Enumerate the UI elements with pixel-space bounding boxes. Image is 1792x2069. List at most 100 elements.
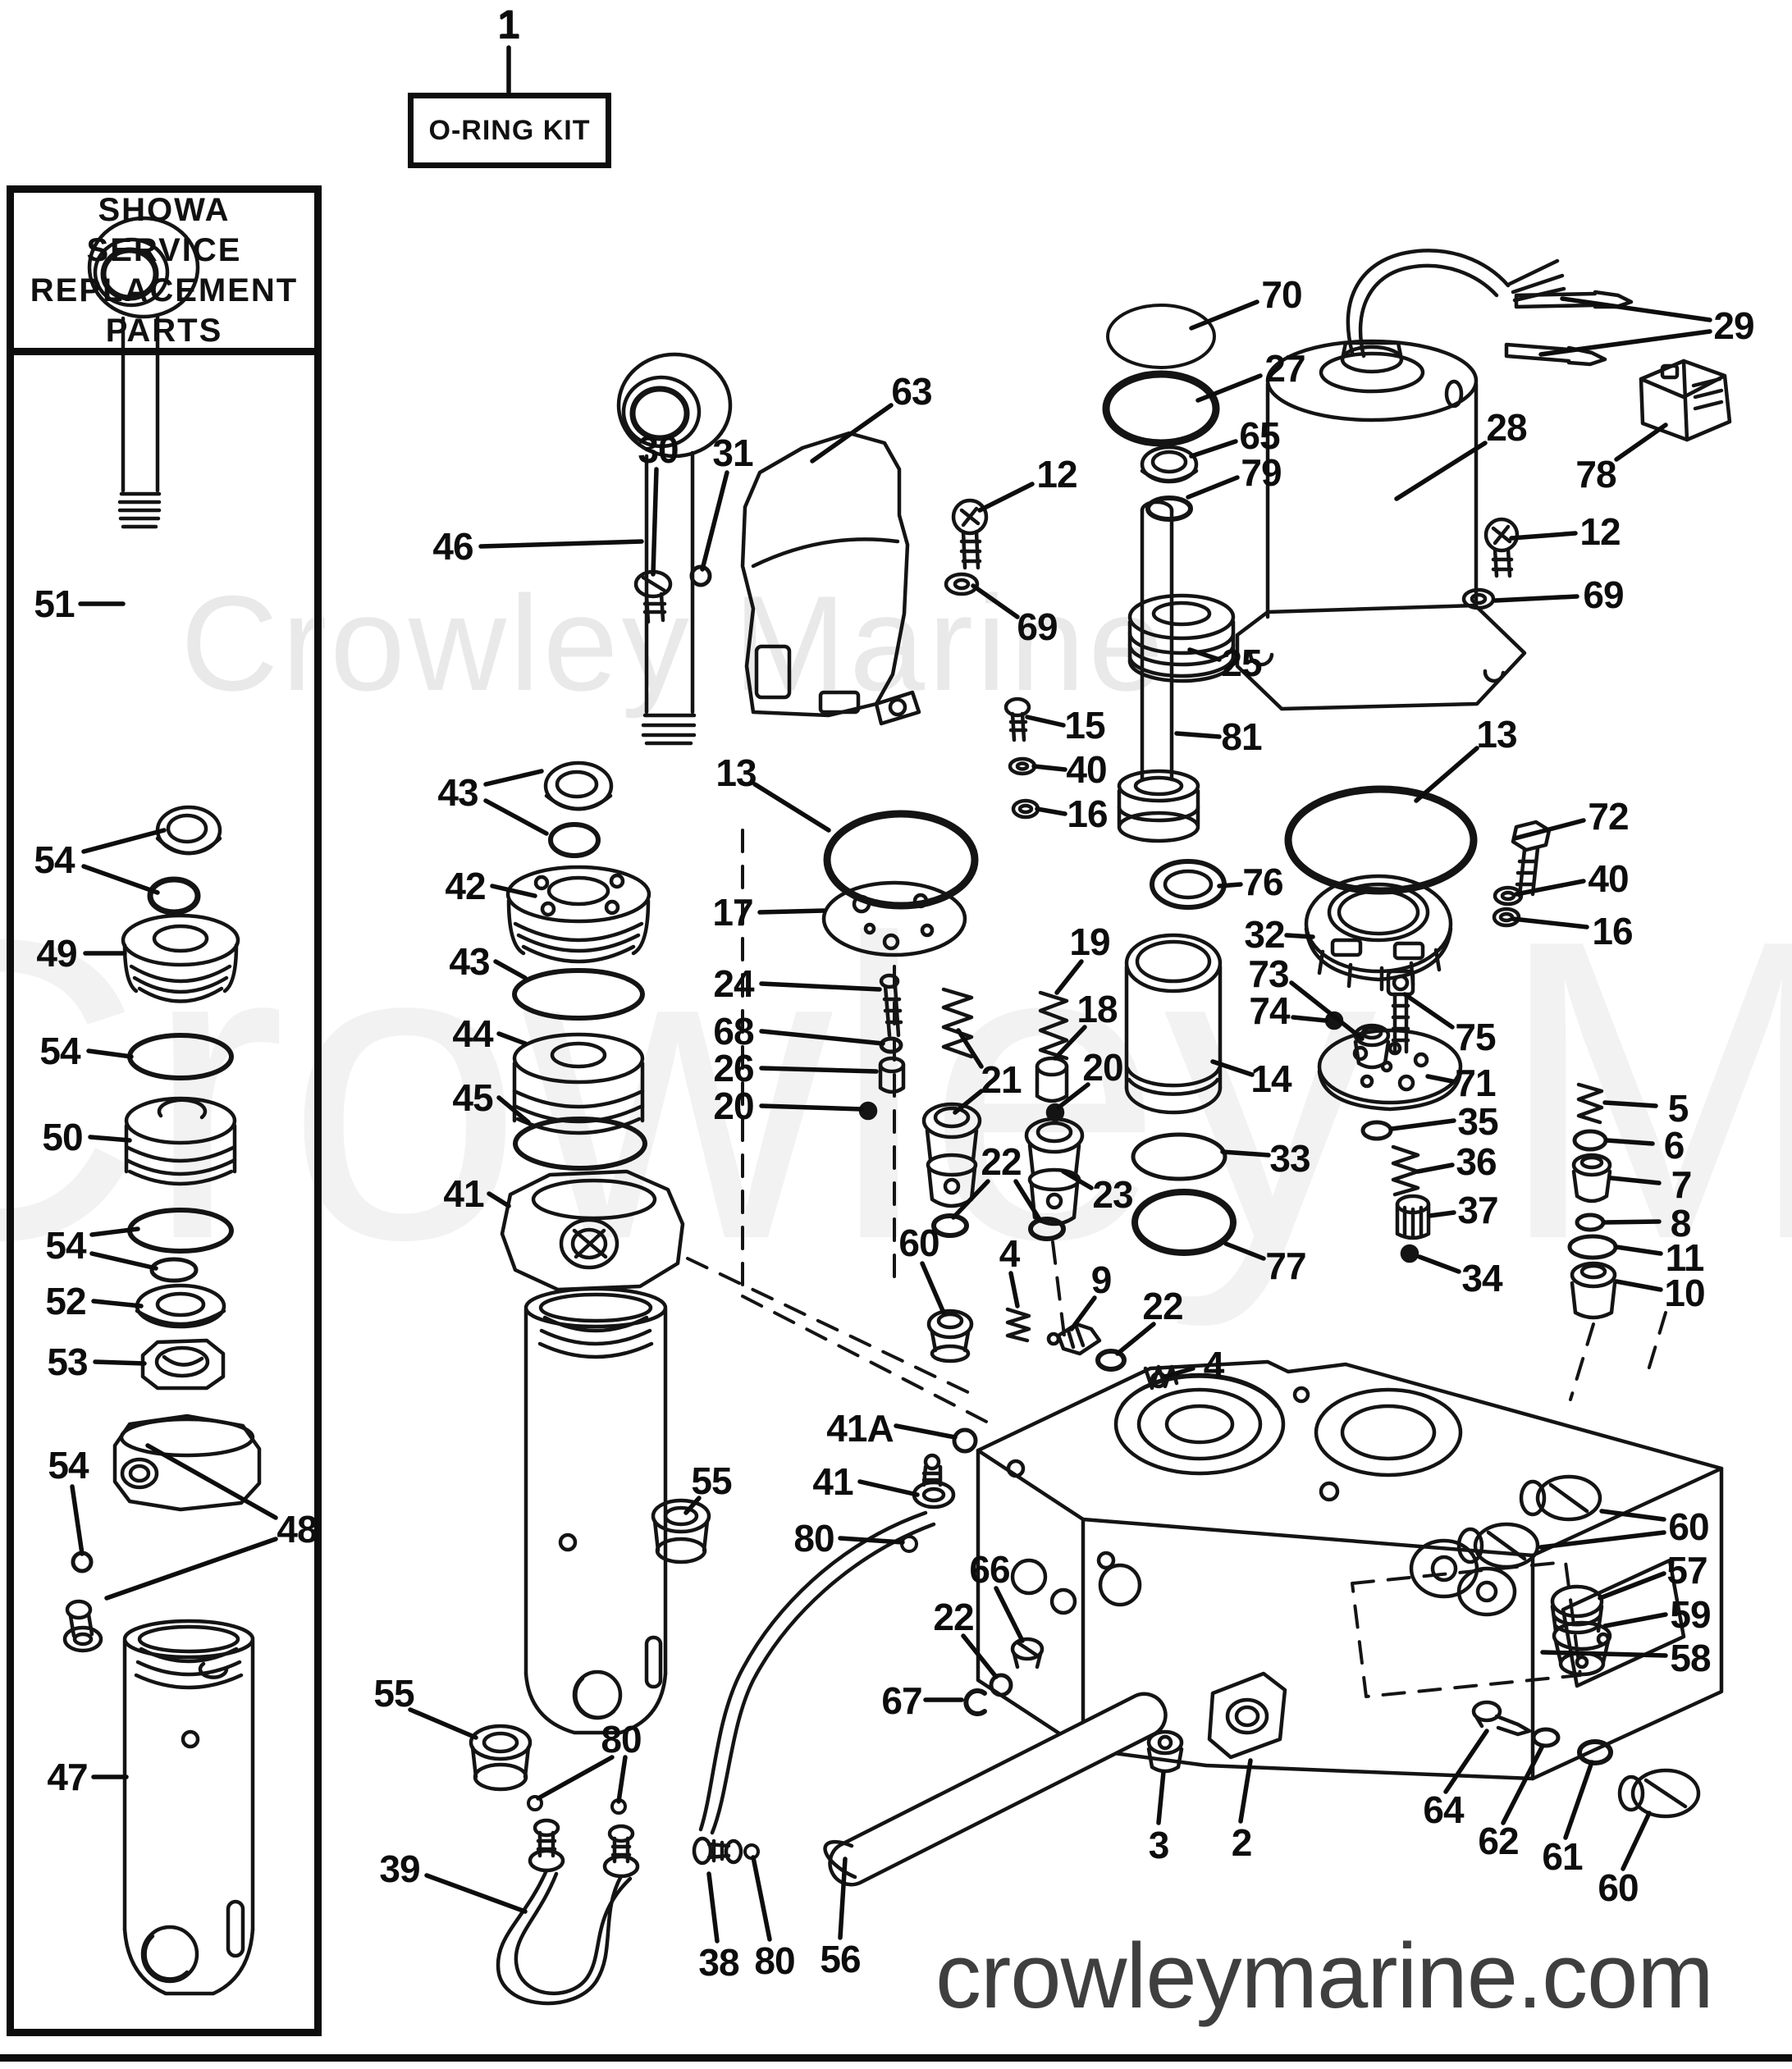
callout-23: 23 (1092, 1173, 1133, 1216)
callout-20: 20 (1082, 1046, 1123, 1089)
callout-22: 22 (981, 1140, 1022, 1183)
part-oring-22d (989, 1673, 1013, 1697)
showa-line-4: PARTS (105, 312, 223, 349)
callout-53: 53 (47, 1341, 88, 1383)
callout-22: 22 (933, 1596, 974, 1638)
part-oring-77 (1131, 1189, 1237, 1256)
leader-line (1563, 1760, 1594, 1840)
callout-80: 80 (793, 1517, 834, 1560)
site-watermark: crowleymarine.com (935, 1925, 1714, 2027)
part-plug-60-bottom (1617, 1768, 1701, 1819)
part-oring-22c (1095, 1349, 1127, 1372)
callout-48: 48 (277, 1508, 318, 1551)
leader-line (1560, 296, 1712, 322)
callout-14: 14 (1250, 1057, 1291, 1100)
part-reservoir-14 (1124, 933, 1223, 1115)
leader-line (496, 1095, 531, 1125)
part-piston-50 (124, 1096, 237, 1186)
callout-16: 16 (1592, 910, 1633, 952)
part-ball-34 (1400, 1244, 1419, 1263)
leader-line (838, 1857, 848, 1940)
leader-line (700, 470, 729, 572)
callout-7: 7 (1671, 1163, 1693, 1206)
bottom-rule (0, 2054, 1792, 2062)
part-washer-69b (1461, 587, 1496, 610)
leader-line (1427, 1210, 1456, 1218)
callout-26: 26 (713, 1047, 754, 1089)
leader-line (1614, 422, 1668, 462)
callout-75: 75 (1455, 1016, 1496, 1058)
oring-kit-box: O-RING KIT (408, 93, 611, 168)
leader-line (1220, 1149, 1271, 1158)
part-check-valve-60 (926, 1309, 974, 1363)
leader-line (145, 1443, 278, 1520)
part-hose-and-fitting-38 (692, 1510, 936, 1866)
showa-line-3: REPLACEMENT (30, 272, 299, 308)
callout-51: 51 (34, 582, 75, 625)
callout-15: 15 (1064, 704, 1105, 747)
callout-13: 13 (1476, 713, 1517, 756)
callout-64: 64 (1423, 1788, 1464, 1831)
callout-30: 30 (638, 428, 679, 471)
leader-line (91, 1299, 144, 1309)
leader-line (1031, 764, 1067, 772)
leader-line (994, 1586, 1025, 1643)
leader-line (759, 1066, 879, 1074)
callout-54: 54 (48, 1444, 89, 1487)
part-oring-33 (1131, 1132, 1227, 1181)
callout-40: 40 (1066, 748, 1107, 791)
callout-41: 41 (443, 1172, 484, 1215)
showa-line-2: SERVICE (86, 231, 242, 268)
leader-line (920, 1261, 946, 1315)
leader-line (1189, 439, 1238, 459)
leader-line (1156, 1770, 1166, 1825)
callout-67: 67 (881, 1679, 922, 1722)
callout-42: 42 (445, 865, 486, 907)
leader-line (651, 467, 659, 577)
callout-41: 41 (812, 1460, 853, 1503)
leader-line (408, 1707, 478, 1740)
callout-25: 25 (1221, 642, 1262, 684)
callout-19: 19 (1069, 920, 1110, 963)
leader-line (86, 1048, 134, 1059)
callout-58: 58 (1670, 1637, 1711, 1679)
leader-line (490, 884, 537, 898)
callout-52: 52 (45, 1280, 86, 1322)
part-oring-22a (931, 1213, 969, 1238)
callout-34: 34 (1461, 1257, 1502, 1299)
part-bushing-55a (651, 1498, 711, 1564)
leader-line (1514, 879, 1586, 897)
callout-38: 38 (698, 1941, 739, 1984)
leader-line (424, 1873, 528, 1914)
callout-32: 32 (1244, 913, 1285, 956)
callout-69: 69 (1583, 573, 1624, 616)
callout-55: 55 (691, 1459, 732, 1502)
part-spring-4a (1005, 1307, 1031, 1343)
leader-line (1284, 933, 1315, 939)
callout-11: 11 (1665, 1236, 1705, 1279)
part-pump-plate-71 (1317, 1028, 1463, 1112)
part-ring-70 (1106, 304, 1216, 369)
callout-60: 60 (1598, 1866, 1639, 1909)
part-oring-79 (1145, 496, 1193, 522)
callout-72: 72 (1588, 795, 1629, 838)
part-valve-7 (1571, 1153, 1612, 1203)
assembly-dashes (686, 829, 1667, 1698)
leader-line (1013, 1179, 1043, 1223)
callout-4: 4 (999, 1232, 1021, 1275)
callout-20: 20 (713, 1085, 754, 1127)
leader-line (1493, 594, 1579, 603)
leader-line (81, 828, 167, 854)
showa-line-1: SHOWA (98, 191, 231, 228)
leader-line (1389, 1118, 1456, 1131)
part-screw-24 (879, 973, 903, 1038)
callout-60: 60 (898, 1222, 939, 1264)
leader-line (1414, 746, 1479, 803)
part-bleed-fitting (62, 1599, 103, 1653)
callout-18: 18 (1077, 988, 1118, 1030)
leader-line (1599, 1509, 1666, 1522)
callout-46: 46 (432, 525, 473, 568)
callout-45: 45 (452, 1076, 493, 1119)
leader-line (1189, 299, 1259, 331)
